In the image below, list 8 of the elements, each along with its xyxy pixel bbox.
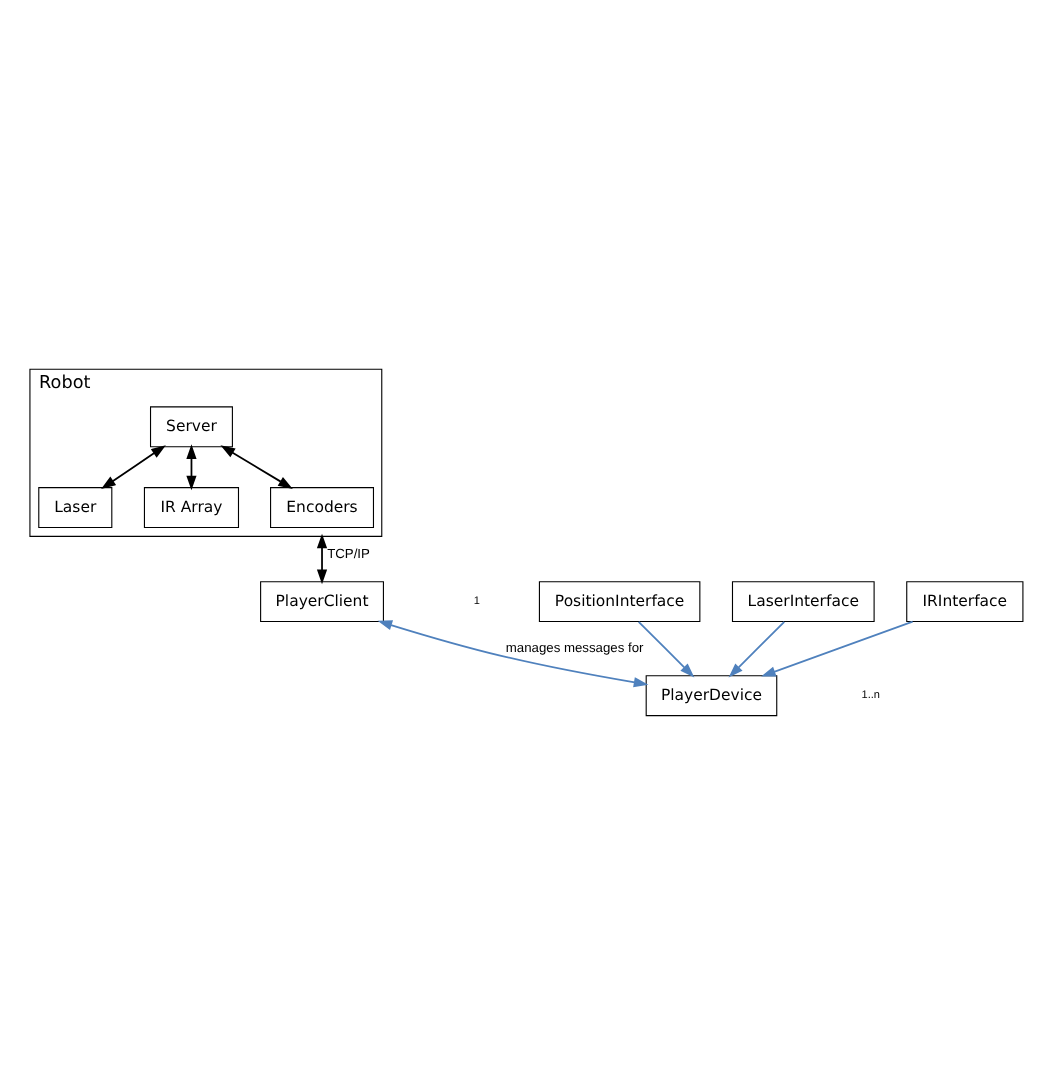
arrow	[186, 444, 197, 491]
arrow	[637, 620, 695, 678]
arrow	[101, 445, 166, 490]
arrow	[220, 445, 293, 489]
arrow	[761, 620, 914, 677]
arrow	[728, 620, 786, 678]
arrow	[316, 533, 328, 585]
arrow	[377, 620, 649, 688]
